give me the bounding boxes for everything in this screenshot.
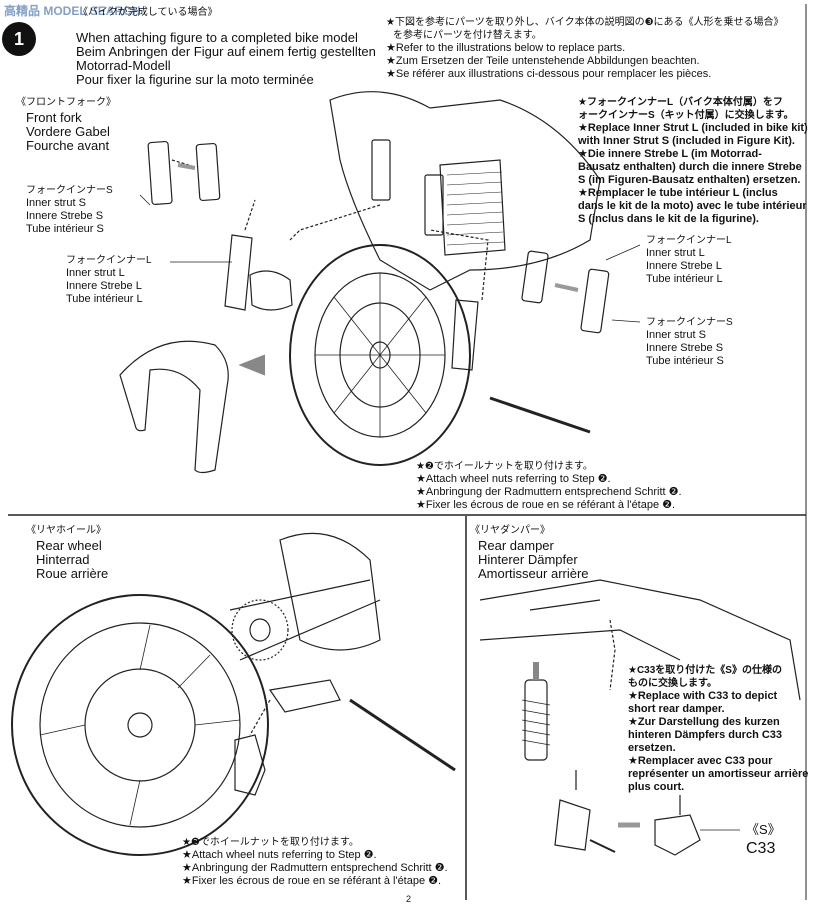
front-fork-title-jp: 《フロントフォーク》 (16, 97, 116, 108)
note-line: plus court. (628, 781, 685, 793)
label-line: Tube intérieur S (26, 223, 104, 235)
label-line: フォークインナーS (26, 185, 113, 196)
header-note-fr: ★Se référer aux illustrations ci-dessous… (386, 68, 712, 80)
note-line: ★Replace with C33 to depict (628, 690, 778, 702)
step-number-badge: 1 (2, 22, 36, 56)
note-line: dans le kit de la moto) avec le tube int… (578, 200, 807, 212)
note-line: hinteren Dämpfers durch C33 (628, 729, 783, 741)
label-line: フォークインナーL (646, 235, 732, 246)
note-line: ersetzen. (628, 742, 676, 754)
note-line: ★C33を取り付けた《S》の仕様の (628, 665, 782, 676)
note-line: ォークインナーS（キット付属）に交換します。 (578, 110, 794, 121)
fork-replace-note: ★フォークインナーL（バイク本体付属）をフ ォークインナーS（キット付属）に交換… (578, 96, 808, 226)
note-line: ★Anbringung der Radmuttern entsprechend … (416, 486, 682, 498)
note-line: ★Remplacer le tube intérieur L (inclus (578, 187, 778, 199)
header-title-de2: Motorrad-Modell (76, 58, 171, 73)
note-line: représenter un amortisseur arrière (628, 768, 809, 780)
note-line: ★Anbringung der Radmuttern entsprechend … (182, 862, 448, 874)
part-c33-label: C33 (746, 840, 776, 857)
label-line: フォークインナーS (646, 317, 733, 328)
front-fork-title-de: Vordere Gabel (26, 124, 110, 139)
rear-nut-note: ★❷でホイールナットを取り付けます。 ★Attach wheel nuts re… (182, 836, 448, 888)
label-line: Inner strut L (646, 247, 705, 259)
rear-wheel-title-de: Hinterrad (36, 552, 90, 567)
note-line: ★フォークインナーL（バイク本体付属）をフ (578, 97, 783, 108)
front-nut-note: ★❷でホイールナットを取り付けます。 ★Attach wheel nuts re… (416, 460, 682, 512)
strut-s-left-label: フォークインナーS Inner strut S Innere Strebe S … (26, 184, 113, 236)
note-line: ★Zur Darstellung des kurzen (628, 716, 780, 728)
rear-damper-title-fr: Amortisseur arrière (478, 566, 589, 581)
front-fork-title-en: Front fork (26, 110, 82, 125)
rear-damper-title-jp: 《リヤダンパー》 (470, 525, 550, 536)
note-line: ★Fixer les écrous de roue en se référant… (416, 499, 676, 511)
rear-damper-title-de: Hinterer Dämpfer (478, 552, 578, 567)
header-note-jp1: ★下図を参考にパーツを取り外し、バイク本体の説明図の❸にある《人形を乗せる場合》 (386, 17, 784, 28)
spec-s-label: 《S》 (746, 822, 781, 837)
front-fork-title-fr: Fourche avant (26, 138, 110, 153)
label-line: Innere Strebe L (66, 280, 142, 292)
strut-l-right-label: フォークインナーL Inner strut L Innere Strebe L … (646, 234, 732, 286)
note-line: ★Attach wheel nuts referring to Step ❷. (416, 473, 611, 485)
header-note-jp2: を参考にパーツを付け替えます。 (393, 30, 542, 41)
label-line: Tube intérieur L (646, 273, 723, 285)
label-line: Innere Strebe S (646, 342, 724, 354)
note-line: Bausatz enthalten) durch die innere Stre… (578, 161, 802, 173)
header-note-en: ★Refer to the illustrations below to rep… (386, 42, 626, 54)
note-line: short rear damper. (628, 703, 725, 715)
label-line: Tube intérieur S (646, 355, 724, 367)
header-note-de: ★Zum Ersetzen der Teile untenstehende Ab… (386, 55, 700, 67)
label-line: Inner strut S (646, 329, 706, 341)
rear-wheel-title-fr: Roue arrière (36, 566, 109, 581)
note-line: with Inner Strut S (included in Figure K… (578, 135, 795, 147)
label-line: Innere Strebe S (26, 210, 104, 222)
rear-wheel-title-jp: 《リヤホイール》 (26, 525, 106, 536)
note-line: ★Attach wheel nuts referring to Step ❷. (182, 849, 377, 861)
rear-damper-title-en: Rear damper (478, 538, 554, 553)
label-line: Inner strut L (66, 267, 125, 279)
page-number: 2 (406, 894, 412, 904)
label-line: Inner strut S (26, 197, 86, 209)
note-line: ★Fixer les écrous de roue en se référant… (182, 875, 442, 887)
header-title-fr: Pour fixer la figurine sur la moto termi… (76, 72, 314, 87)
note-line: ★❷でホイールナットを取り付けます。 (416, 461, 593, 472)
header-title-jp: 《バイクが完成している場合》 (78, 7, 218, 18)
damper-replace-note: ★C33を取り付けた《S》の仕様の ものに交換します。 ★Replace wit… (628, 664, 808, 794)
header-title-de1: Beim Anbringen der Figur auf einem ferti… (76, 44, 376, 59)
header-title-en: When attaching figure to a completed bik… (76, 30, 358, 45)
watermark-logo: 高精品 MODEL SEARCH (4, 4, 141, 18)
label-line: Innere Strebe L (646, 260, 722, 272)
note-line: ★❷でホイールナットを取り付けます。 (182, 837, 359, 848)
note-line: ものに交換します。 (628, 678, 717, 689)
note-line: S (im Figuren-Bausatz enthalten) ersetze… (578, 174, 801, 186)
note-line: ★Die innere Strebe L (im Motorrad- (578, 148, 762, 160)
label-line: Tube intérieur L (66, 293, 143, 305)
note-line: ★Replace Inner Strut L (included in bike… (578, 122, 808, 134)
note-line: S (inclus dans le kit de la figurine). (578, 213, 759, 225)
strut-s-right-label: フォークインナーS Inner strut S Innere Strebe S … (646, 316, 733, 368)
strut-l-left-label: フォークインナーL Inner strut L Innere Strebe L … (66, 254, 152, 306)
rear-wheel-title-en: Rear wheel (36, 538, 102, 553)
note-line: ★Remplacer avec C33 pour (628, 755, 773, 767)
label-line: フォークインナーL (66, 255, 152, 266)
